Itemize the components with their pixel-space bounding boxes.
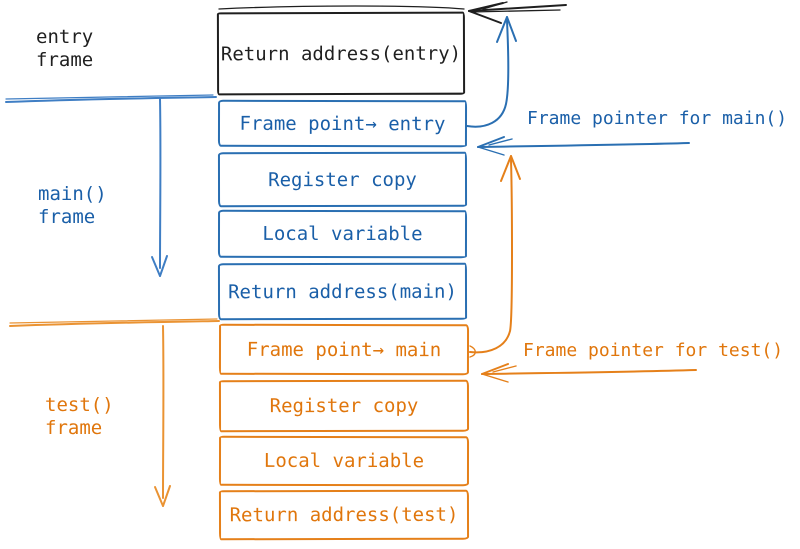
stack-box-local-variable-test: Local variable	[218, 435, 470, 487]
return-entry-arrow	[218, 1, 567, 24]
test-frame-divider	[9, 318, 220, 327]
stack-box-return-address-test: Return address(test)	[218, 489, 470, 541]
stack-box-return-address-entry: Return address(entry)	[216, 11, 466, 96]
stack-box-label: Return address(main)	[228, 280, 457, 303]
frame-pointer-main-arrow	[477, 136, 690, 156]
stack-box-label: Return address(entry)	[220, 42, 462, 65]
entry-frame-pointer-up-arrow	[466, 16, 517, 128]
stack-box-label: Return address(test)	[229, 503, 459, 527]
stack-box-local-variable-main: Local variable	[217, 209, 468, 259]
stack-box-label: Frame point→ entry	[239, 112, 446, 135]
entry-frame-label: entry frame	[36, 26, 94, 71]
stack-box-register-copy-main: Register copy	[217, 151, 468, 208]
main-frame-pointer-up-arrow	[469, 155, 521, 358]
main-frame-divider	[5, 94, 217, 103]
frame-pointer-test-arrow	[481, 363, 697, 383]
stack-box-label: Local variable	[263, 449, 425, 473]
stack-box-return-address-main: Return address(main)	[217, 262, 468, 321]
frame-pointer-test-annotation: Frame pointer for test()	[523, 340, 784, 361]
stack-box-label: Register copy	[268, 168, 417, 191]
main-frame-label: main() frame	[38, 183, 107, 228]
stack-box-label: Register copy	[269, 394, 419, 418]
stack-box-frame-point-entry: Frame point→ entry	[217, 99, 468, 148]
main-frame-extent-arrow	[151, 98, 168, 277]
stack-box-label: Frame point→ main	[246, 338, 442, 361]
frame-pointer-main-annotation: Frame pointer for main()	[527, 108, 788, 129]
test-frame-label: test() frame	[45, 394, 114, 439]
stack-box-register-copy-test: Register copy	[218, 379, 470, 433]
stack-box-frame-point-main: Frame point→ main	[218, 323, 470, 376]
stack-box-label: Local variable	[262, 222, 423, 246]
test-frame-extent-arrow	[154, 325, 171, 507]
